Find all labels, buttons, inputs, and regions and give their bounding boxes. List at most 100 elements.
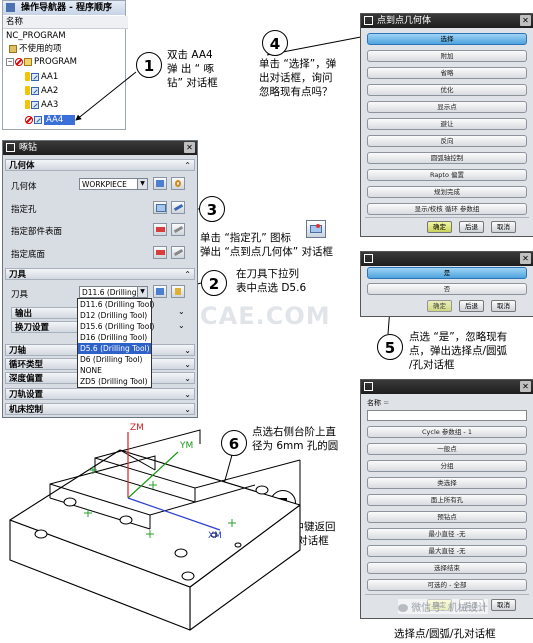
dropdown-option[interactable]: ZD5 (Drilling Tool) xyxy=(80,377,148,386)
mid-base-edge xyxy=(94,471,196,503)
ok-button[interactable]: 确定 xyxy=(427,300,452,312)
edit-tool-icon[interactable] xyxy=(171,285,185,298)
close-icon[interactable]: ✕ xyxy=(184,142,195,153)
cancel-button[interactable]: 取消 xyxy=(491,300,516,312)
flashlight-icon[interactable] xyxy=(171,246,185,259)
tree-item-program[interactable]: −PROGRAM xyxy=(6,57,78,67)
step-6-badge: 6 xyxy=(221,430,247,456)
key-icon xyxy=(25,100,30,109)
geometry-select[interactable]: WORKPIECE▼ xyxy=(79,178,148,190)
hole-left-front[interactable] xyxy=(34,529,48,539)
reverse-button[interactable]: 反向 xyxy=(367,135,527,147)
dropdown-option[interactable]: D6 (Drilling Tool) xyxy=(80,355,143,364)
step-2-badge: 2 xyxy=(201,270,227,296)
dropdown-option[interactable]: D16 (Drilling Tool) xyxy=(80,333,148,342)
divider xyxy=(365,217,529,218)
omit-button[interactable]: 省略 xyxy=(367,67,527,79)
flashlight-icon[interactable] xyxy=(171,201,185,214)
hole-6mm-second[interactable] xyxy=(234,542,242,548)
navigator-title-bar: 操作导航器 - 程序顺序 xyxy=(3,1,125,15)
key-icon xyxy=(25,86,30,95)
select-button[interactable]: 选择 xyxy=(367,33,527,45)
specify-hole-label: 指定孔 xyxy=(11,205,37,215)
dropdown-option[interactable]: NONE xyxy=(80,366,102,375)
drill-dialog-title-bar: 啄钻 ✕ xyxy=(3,141,197,155)
cancel-button[interactable]: 取消 xyxy=(491,221,516,233)
display-points-button[interactable]: 显示点 xyxy=(367,101,527,113)
predrill-points-button[interactable]: 预钻点 xyxy=(367,511,527,523)
back-button[interactable]: 后退 xyxy=(459,300,484,312)
class-select-button[interactable]: 类选择 xyxy=(367,477,527,489)
all-holes-on-face-button[interactable]: 面上所有孔 xyxy=(367,494,527,506)
tool-select[interactable]: D11.6 (Drilling T▼ xyxy=(79,286,148,298)
dropdown-option[interactable]: D11.6 (Drilling Tool) xyxy=(80,300,155,309)
dropdown-option[interactable]: D15.6 (Drilling Tool) xyxy=(80,322,155,331)
cancel-button[interactable]: 取消 xyxy=(491,599,516,611)
tree-item-nc-program[interactable]: NC_PROGRAM xyxy=(6,31,66,41)
divider xyxy=(365,594,529,595)
hole-front-right[interactable] xyxy=(181,571,195,581)
tree-item-aa1[interactable]: AA1 xyxy=(25,71,58,83)
section-geometry[interactable]: 几何体⌃ xyxy=(5,159,195,171)
no-button[interactable]: 否 xyxy=(367,283,527,295)
hole-back-right[interactable] xyxy=(255,485,269,495)
dropdown-option-selected[interactable]: D5.6 (Drilling Tool) xyxy=(78,343,151,354)
group-button[interactable]: 分组 xyxy=(367,460,527,472)
close-icon[interactable]: ✕ xyxy=(520,253,531,264)
general-point-button[interactable]: 一般点 xyxy=(367,443,527,455)
zm-label: ZM xyxy=(130,423,144,433)
section-tool[interactable]: 刀具⌃ xyxy=(5,268,195,280)
selectable-all-button[interactable]: 可选的 - 全部 xyxy=(367,579,527,591)
unused-items-icon xyxy=(9,44,17,53)
tree-item-aa2[interactable]: AA2 xyxy=(25,85,58,97)
hole-center[interactable] xyxy=(119,515,133,525)
section-toolpath-settings[interactable]: 刀轨设置⌄ xyxy=(5,388,195,400)
planning-complete-button[interactable]: 规划完成 xyxy=(367,186,527,198)
chevron-down-icon[interactable]: ⌄ xyxy=(178,307,185,316)
close-icon[interactable]: ✕ xyxy=(520,15,531,26)
flashlight-icon[interactable] xyxy=(171,223,185,236)
step-5-note: 点选 “是”，忽略现有点，弹出选择点/圆弧/孔对话框 xyxy=(409,331,508,371)
display-cycle-params-button[interactable]: 显示/校核 循环 参数组 xyxy=(367,203,527,215)
specify-hole-button[interactable] xyxy=(153,201,167,214)
specify-part-surface-button[interactable] xyxy=(153,223,167,236)
wechat-icon xyxy=(398,604,408,612)
step-5-badge: 5 xyxy=(377,334,403,360)
collapse-icon[interactable]: − xyxy=(6,57,14,66)
status-redo-icon xyxy=(25,115,33,124)
wrench-icon[interactable] xyxy=(171,177,185,190)
yes-button[interactable]: 是 xyxy=(367,267,527,279)
arc-axis-control-button[interactable]: 圆弧轴控制 xyxy=(367,152,527,164)
section-machine-control[interactable]: 机床控制⌄ xyxy=(5,403,195,415)
end-selection-button[interactable]: 选择结束 xyxy=(367,562,527,574)
ok-button[interactable]: 确定 xyxy=(427,221,452,233)
section-tool-change[interactable]: 换刀设置 xyxy=(11,321,81,333)
specify-bottom-label: 指定底面 xyxy=(11,250,46,260)
chevron-down-icon[interactable]: ⌄ xyxy=(178,321,185,330)
back-button[interactable]: 后退 xyxy=(459,221,484,233)
chevron-down-icon: ▼ xyxy=(137,287,147,297)
tree-item-aa3[interactable]: AA3 xyxy=(25,99,58,111)
cycle-param-group-button[interactable]: Cycle 参数组 - 1 xyxy=(367,426,527,438)
hole-6mm-target[interactable] xyxy=(210,532,218,538)
avoid-button[interactable]: 避让 xyxy=(367,118,527,130)
new-tool-button[interactable] xyxy=(153,285,167,298)
specify-bottom-button[interactable] xyxy=(153,246,167,259)
tree-item-unused[interactable]: 不使用的项 xyxy=(9,43,62,55)
optimize-button[interactable]: 优化 xyxy=(367,84,527,96)
navigator-column-header[interactable]: 名称 xyxy=(3,16,128,29)
name-input[interactable] xyxy=(367,410,527,421)
dropdown-option[interactable]: D12 (Drilling Tool) xyxy=(80,311,148,320)
mid-step-edge xyxy=(94,429,201,472)
max-diameter-button[interactable]: 最大直径 -无 xyxy=(367,545,527,557)
hole-front-mid[interactable] xyxy=(174,548,188,558)
tree-item-aa4[interactable]: AA4 xyxy=(25,114,123,126)
geometry-edit-button[interactable] xyxy=(153,177,167,190)
append-button[interactable]: 附加 xyxy=(367,50,527,62)
min-diameter-button[interactable]: 最小直径 -无 xyxy=(367,528,527,540)
watermark: CAE.COM xyxy=(200,302,331,330)
section-output[interactable]: 输出 xyxy=(11,307,81,319)
close-icon[interactable]: ✕ xyxy=(520,381,531,392)
hole-left-back[interactable] xyxy=(63,497,77,507)
rapto-offset-button[interactable]: Rapto 偏置 xyxy=(367,169,527,181)
